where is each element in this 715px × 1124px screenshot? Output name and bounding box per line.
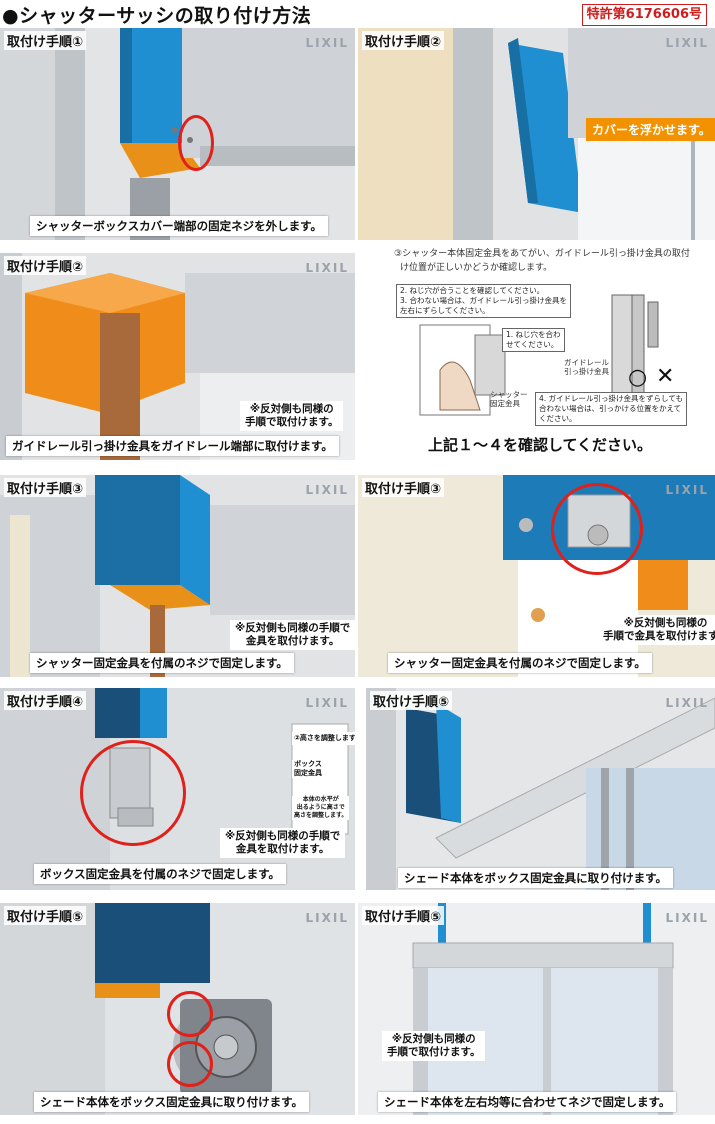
lixil-logo: LIXIL xyxy=(665,696,709,710)
highlight-circle xyxy=(551,483,643,575)
step-label: 取付け手順② xyxy=(4,256,87,275)
guide-rail-label: ガイドレール 引っ掛け金具 xyxy=(564,358,609,376)
instruction-box: 4. ガイドレール引っ掛け金具をずらしても 合わない場合は、引っかける位置をかえ… xyxy=(535,392,687,426)
step-label: 取付け手順① xyxy=(4,31,87,50)
highlight-circle xyxy=(178,115,214,171)
step-5a-illustration xyxy=(366,688,715,890)
ng-mark: ✕ xyxy=(656,364,675,389)
ok-mark: ○ xyxy=(628,365,648,390)
step-caption: ガイドレール引っ掛け金具をガイドレール端部に取付けます。 xyxy=(6,436,339,456)
step-label: 取付け手順⑤ xyxy=(4,906,87,925)
step-label: 取付け手順③ xyxy=(362,478,445,497)
lixil-logo: LIXIL xyxy=(665,483,709,497)
page-header: ●シャッターサッシの取り付け方法 特許第6176606号 xyxy=(0,0,715,28)
step-label: 取付け手順⑤ xyxy=(370,691,453,710)
instruction-diagram xyxy=(419,294,659,416)
step-5a-panel: 取付け手順⑤ LIXIL シェード本体をボックス固定金具に取り付けます。 xyxy=(366,688,715,890)
step-4-panel: 取付け手順④ LIXIL ②高さを調整します。 ボックス 固定金具 本体の水平が… xyxy=(0,688,355,890)
confirm-text: 上記１～４を確認してください。 xyxy=(427,436,653,454)
lixil-logo: LIXIL xyxy=(665,911,709,925)
step-2b-illustration xyxy=(0,253,355,460)
highlight-circle xyxy=(167,991,213,1037)
highlight-circle xyxy=(167,1041,213,1087)
instruction-line: ③シャッター本体固定金具をあてがい、ガイドレール引っ掛け金具の取付 xyxy=(394,249,690,259)
step-2b-panel: 取付け手順② LIXIL ※反対側も同様の 手順で取付けます。 ガイドレール引っ… xyxy=(0,253,355,460)
step-5c-panel: 取付け手順⑤ LIXIL ※反対側も同様の 手順で取付けます。 シェード本体を左… xyxy=(358,903,715,1115)
instruction-box: 2. ねじ穴が合うことを確認してください。 3. 合わない場合は、ガイドレール引… xyxy=(396,284,572,318)
lixil-logo: LIXIL xyxy=(305,911,349,925)
shutter-bracket-label: シャッター 固定金具 xyxy=(490,390,528,408)
step-2a-panel: 取付け手順② LIXIL カバーを浮かせます。 xyxy=(358,28,715,240)
step-2a-illustration xyxy=(358,28,715,240)
instruction-panel: ③シャッター本体固定金具をあてがい、ガイドレール引っ掛け金具の取付 け位置が正し… xyxy=(380,240,700,460)
lixil-logo: LIXIL xyxy=(665,36,709,50)
step-3b-illustration xyxy=(358,475,715,677)
inset-title: ②高さを調整します。 xyxy=(292,732,355,745)
step-label: 取付け手順④ xyxy=(4,691,87,710)
note-text: ※反対側も同様の 手順で取付けます。 xyxy=(382,1031,486,1061)
step-5b-panel: 取付け手順⑤ LIXIL シェード本体をボックス固定金具に取り付けます。 xyxy=(0,903,355,1115)
note-text: ※反対側も同様の手順で 金具を取付けます。 xyxy=(230,620,355,650)
step-caption: ボックス固定金具を付属のネジで固定します。 xyxy=(34,864,287,884)
step-3b-panel: 取付け手順③ LIXIL ※反対側も同様の 手順で金具を取付けます。 シャッター… xyxy=(358,475,715,677)
step-caption: シャッター固定金具を付属のネジで固定します。 xyxy=(30,653,294,673)
step-5c-illustration xyxy=(358,903,715,1115)
highlight-circle xyxy=(80,740,186,846)
step-label: 取付け手順③ xyxy=(4,478,87,497)
lixil-logo: LIXIL xyxy=(305,696,349,710)
step-caption: シェード本体をボックス固定金具に取り付けます。 xyxy=(34,1092,310,1112)
step-label: 取付け手順② xyxy=(362,31,445,50)
lixil-logo: LIXIL xyxy=(305,261,349,275)
step-3a-panel: 取付け手順③ LIXIL ※反対側も同様の手順で 金具を取付けます。 シャッター… xyxy=(0,475,355,677)
step-caption: シャッター固定金具を付属のネジで固定します。 xyxy=(388,653,652,673)
page-title: ●シャッターサッシの取り付け方法 xyxy=(2,5,312,27)
lixil-logo: LIXIL xyxy=(305,36,349,50)
instruction-box: 1. ねじ穴を合わ せてください。 xyxy=(502,328,565,352)
step-caption: シャッターボックスカバー端部の固定ネジを外します。 xyxy=(30,216,329,236)
inset-label: ボックス 固定金具 xyxy=(292,760,324,778)
note-text: ※反対側も同様の 手順で取付けます。 xyxy=(240,401,344,431)
instruction-line: け位置が正しいかどうか確認します。 xyxy=(400,263,553,273)
lixil-logo: LIXIL xyxy=(305,483,349,497)
step-1-illustration xyxy=(0,28,355,240)
note-text: ※反対側も同様の 手順で金具を取付けます。 xyxy=(598,615,715,645)
step-label: 取付け手順⑤ xyxy=(362,906,445,925)
inset-text: 本体の水平が 出るように高さで 高さを調整します。 xyxy=(292,796,350,820)
orange-callout: カバーを浮かせます。 xyxy=(586,118,715,141)
patent-badge: 特許第6176606号 xyxy=(581,4,707,26)
note-text: ※反対側も同様の手順で 金具を取付けます。 xyxy=(220,828,346,858)
step-1-panel: 取付け手順① LIXIL シャッターボックスカバー端部の固定ネジを外します。 xyxy=(0,28,355,240)
step-caption: シェード本体を左右均等に合わせてネジで固定します。 xyxy=(378,1092,677,1112)
step-caption: シェード本体をボックス固定金具に取り付けます。 xyxy=(398,868,674,888)
